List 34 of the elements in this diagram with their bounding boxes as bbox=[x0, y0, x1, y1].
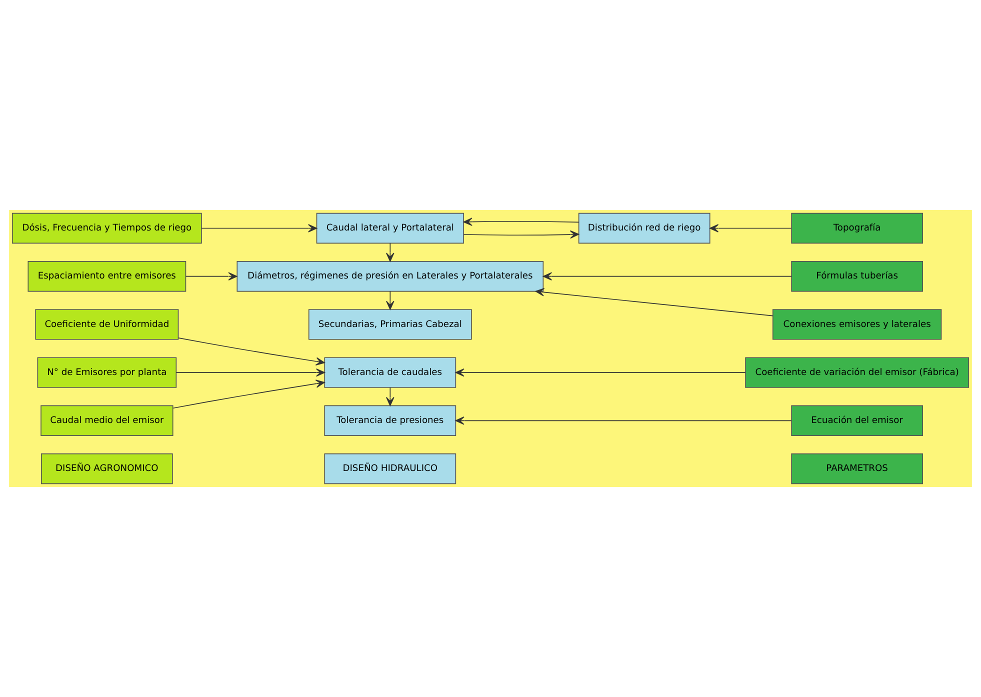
arrow bbox=[201, 224, 318, 232]
node-box: DISEÑO AGRONOMICO bbox=[41, 453, 173, 484]
arrow bbox=[455, 368, 746, 377]
node-box: N° de Emisores por planta bbox=[37, 357, 177, 388]
arrow bbox=[178, 338, 325, 366]
arrow bbox=[710, 224, 792, 232]
node-box: Caudal lateral y Portalateral bbox=[316, 212, 464, 244]
arrow bbox=[386, 242, 394, 262]
node-box: Fórmulas tuberías bbox=[791, 261, 923, 292]
arrow bbox=[463, 218, 580, 226]
node-box: PARAMETROS bbox=[791, 453, 923, 484]
arrow bbox=[535, 288, 774, 316]
node-box: DISEÑO HIDRAULICO bbox=[324, 453, 456, 484]
arrow bbox=[386, 387, 394, 406]
node-box: Conexiones emisores y laterales bbox=[772, 309, 942, 340]
node-box: Tolerancia de presiones bbox=[324, 405, 456, 436]
node-box: Coeficiente de Uniformidad bbox=[35, 309, 179, 340]
arrow bbox=[463, 230, 580, 239]
node-box: Ecuación del emisor bbox=[791, 405, 923, 436]
node-box: Diámetros, régimenes de presión en Laterales y Portalaterales bbox=[236, 261, 544, 292]
arrow bbox=[455, 416, 792, 425]
node-box: Caudal medio del emisor bbox=[40, 405, 174, 436]
arrow bbox=[386, 290, 394, 310]
node-box: Topografía bbox=[791, 212, 923, 244]
arrow bbox=[172, 380, 325, 409]
node-box: Secundarias, Primarias Cabezal bbox=[308, 309, 472, 340]
arrow bbox=[176, 368, 326, 377]
node-box: Tolerancia de caudales bbox=[324, 357, 456, 388]
node-box: Dósis, Frecuencia y Tiempos de riego bbox=[12, 212, 202, 244]
node-box: Distribución red de riego bbox=[578, 212, 710, 244]
node-box: Coeficiente de variación del emisor (Fábrica) bbox=[745, 357, 970, 388]
node-box: Espaciamiento entre emisores bbox=[28, 261, 186, 292]
arrow bbox=[185, 272, 238, 280]
arrow bbox=[542, 272, 792, 280]
